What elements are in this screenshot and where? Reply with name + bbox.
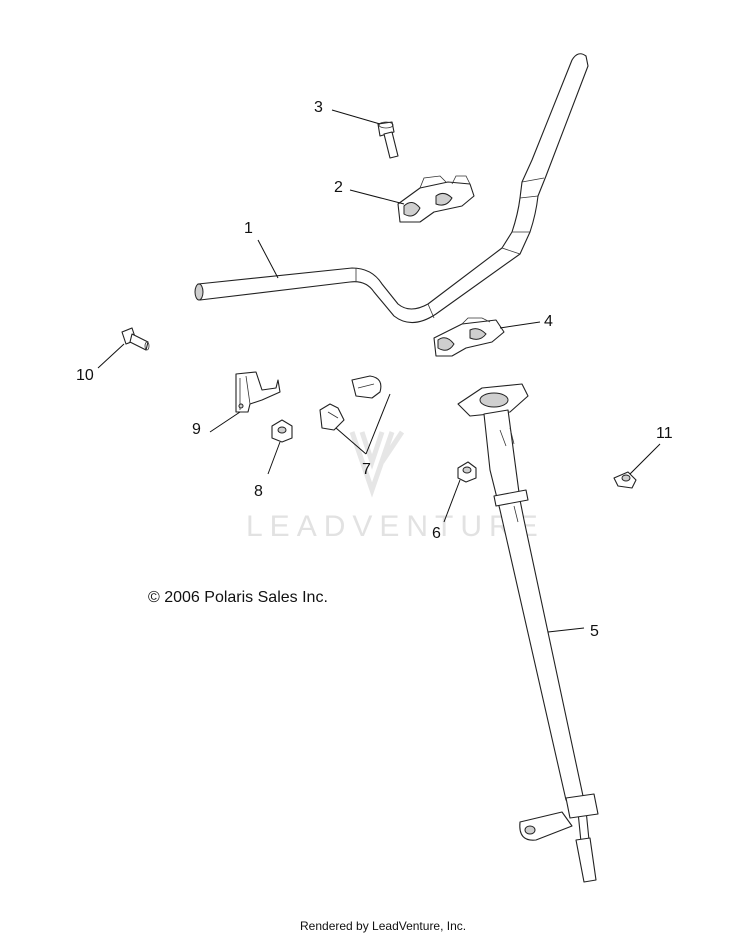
nut-6 <box>457 461 477 483</box>
watermark-logo <box>349 430 405 498</box>
steering-post <box>457 383 599 883</box>
callout-10: 10 <box>76 367 94 384</box>
callout-7: 7 <box>362 461 371 478</box>
callout-5: 5 <box>590 623 599 640</box>
clamp-bolt <box>377 121 399 159</box>
fitting-11 <box>613 471 637 489</box>
footer-credit: Rendered by LeadVenture, Inc. <box>300 919 466 933</box>
callout-3: 3 <box>314 99 323 116</box>
callout-4: 4 <box>544 313 553 330</box>
cable-clips <box>319 375 382 431</box>
callout-6: 6 <box>432 525 441 542</box>
callout-2: 2 <box>334 179 343 196</box>
leader-lines <box>97 109 661 633</box>
callout-1: 1 <box>244 220 253 237</box>
bolt-10 <box>121 327 150 351</box>
nut-8 <box>271 419 293 443</box>
upper-handlebar-clamp <box>397 175 475 223</box>
watermark-text: LEADVENTURE <box>246 510 545 543</box>
copyright-notice: © 2006 Polaris Sales Inc. <box>148 589 328 606</box>
bracket-9 <box>235 371 281 413</box>
lower-handlebar-clamp <box>433 317 505 357</box>
handlebar <box>194 53 589 324</box>
callout-8: 8 <box>254 483 263 500</box>
callout-11: 11 <box>656 425 673 442</box>
callout-9: 9 <box>192 421 201 438</box>
